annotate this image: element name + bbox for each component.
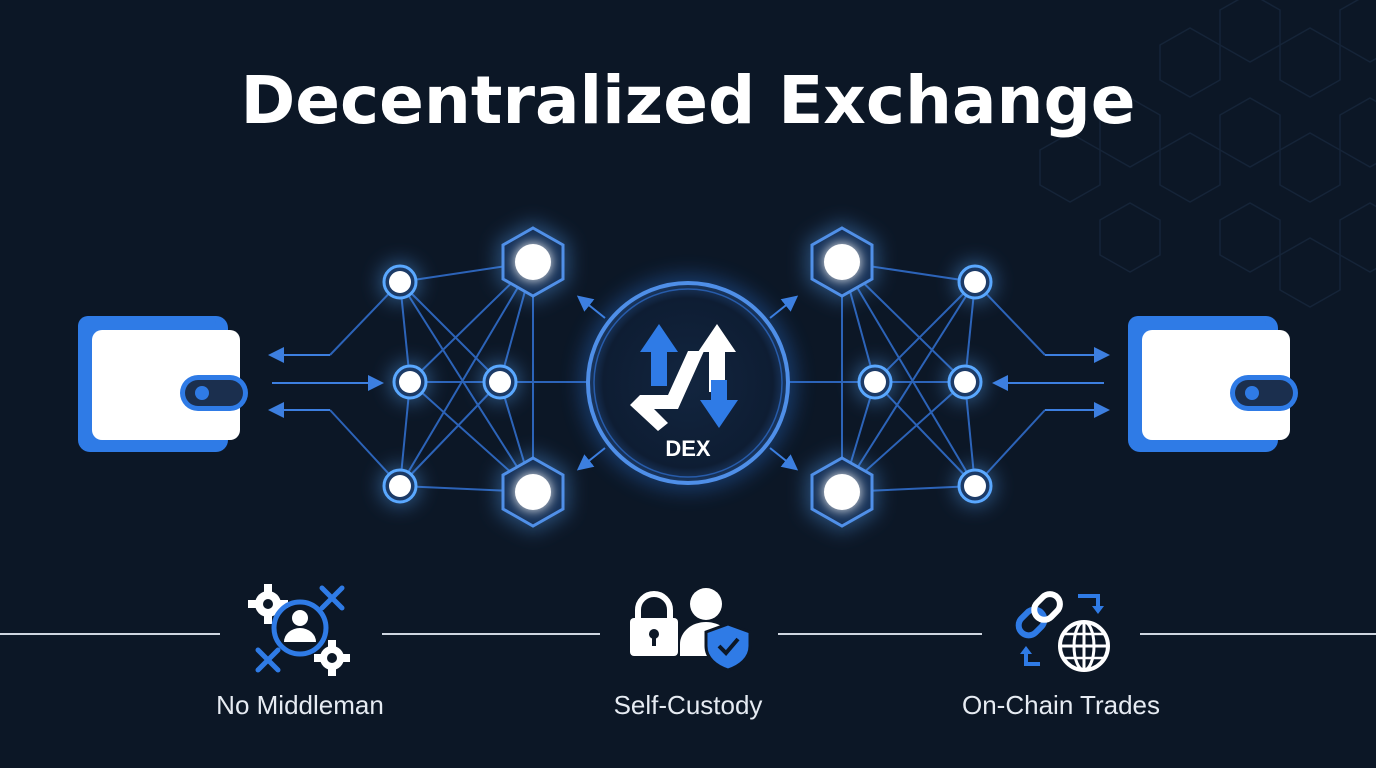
wallet-arrows [268, 347, 1110, 418]
node [380, 466, 420, 506]
circle-nodes [380, 262, 995, 506]
node [855, 362, 895, 402]
right-wallet-icon [1128, 316, 1298, 452]
on-chain-trades-icon [1015, 591, 1110, 672]
hexagon-node [807, 452, 877, 532]
hub-arrows [576, 295, 799, 471]
swap-arrows-icon [630, 324, 738, 431]
hexagon-node [498, 452, 568, 532]
node [380, 262, 420, 302]
node [390, 362, 430, 402]
self-custody-icon [630, 588, 752, 672]
node [955, 262, 995, 302]
hexagon-node [498, 222, 568, 302]
hexagon-node [807, 222, 877, 302]
feature-label-self-custody: Self-Custody [613, 690, 763, 720]
node [480, 362, 520, 402]
hexagon-nodes [498, 222, 877, 532]
left-wallet-icon [78, 316, 248, 452]
hub-label: DEX [665, 436, 711, 461]
hex-background-pattern [1039, 0, 1376, 308]
node [955, 466, 995, 506]
no-middleman-icon [248, 584, 350, 676]
node [945, 362, 985, 402]
page-title: Decentralized Exchange [240, 62, 1136, 139]
feature-label-no-middleman: No Middleman [216, 690, 384, 720]
dex-hub: DEX [580, 275, 796, 491]
feature-label-on-chain-trades: On-Chain Trades [962, 690, 1160, 720]
